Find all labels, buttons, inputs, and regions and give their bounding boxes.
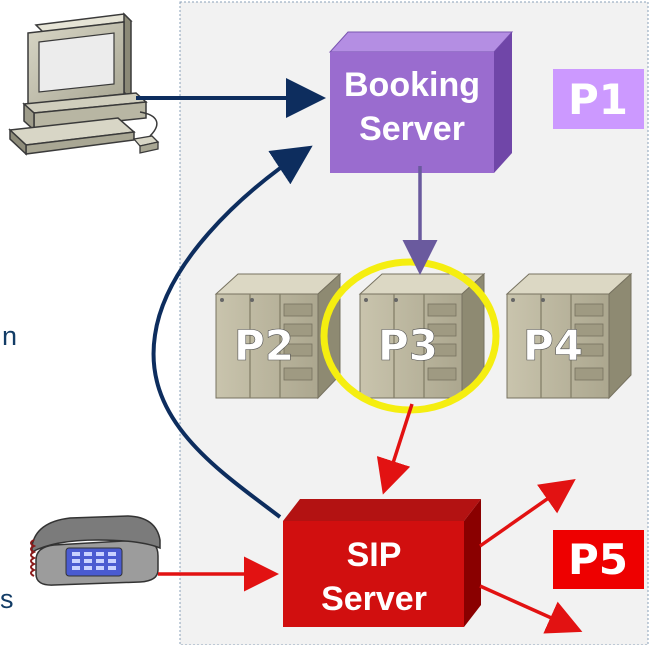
cut-off-letter-n: n	[2, 321, 17, 351]
sip-server-label-line2: Server	[321, 580, 427, 618]
booking-server-label-line2: Server	[359, 110, 465, 148]
arrow-sip-out-lower	[479, 584, 583, 634]
booking-server-label-line1: Booking	[344, 66, 480, 104]
badge-p1: P1	[553, 69, 644, 129]
arrow-p3-to-sip	[376, 403, 414, 495]
telephone-switch-cabinet-icon	[358, 272, 486, 400]
badge-p3-text: P3	[378, 321, 438, 370]
cut-off-letter-s: s	[0, 584, 14, 614]
badge-p5: P5	[553, 530, 644, 589]
desk-telephone-icon	[30, 515, 161, 586]
sip-server-label-line1: SIP	[347, 536, 402, 574]
desktop-computer-icon	[8, 12, 160, 156]
badge-p1-text: P1	[568, 75, 628, 124]
badge-p4-text: P4	[523, 321, 583, 370]
arrow-sip-out-upper	[478, 478, 576, 548]
sip-server-box: SIP Server	[283, 499, 481, 627]
booking-server-box: Booking Server	[328, 31, 514, 173]
arrow-sip-to-booking	[151, 145, 313, 519]
badge-p5-text: P5	[568, 535, 628, 584]
telephone-switch-cabinet-icon	[505, 272, 633, 400]
badge-p2-text: P2	[234, 321, 294, 370]
